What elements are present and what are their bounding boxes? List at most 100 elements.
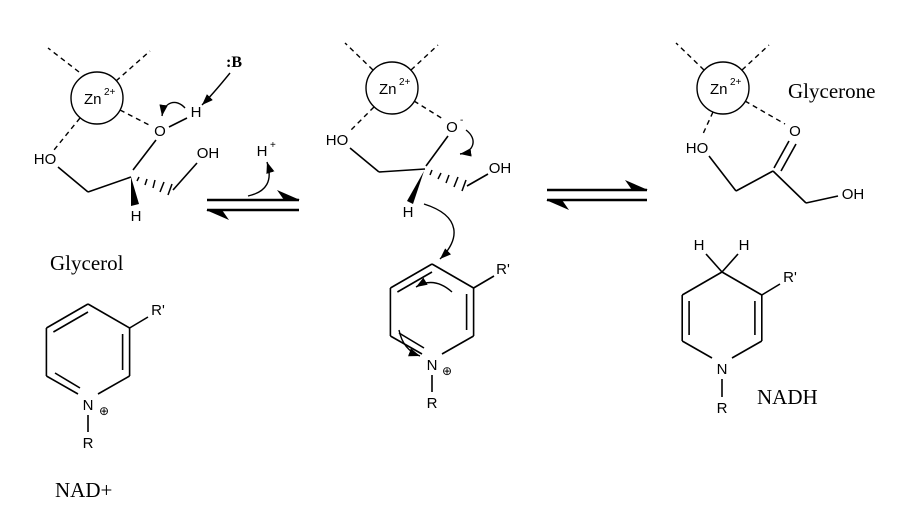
middle-zn-alkoxide-complex: Zn 2+ O - HO OH H bbox=[326, 42, 512, 260]
ring-r-label: R bbox=[717, 400, 728, 417]
reverse-arrowhead bbox=[546, 200, 569, 210]
ch2-c-bond bbox=[87, 176, 132, 193]
hashed-wedge-bond bbox=[429, 169, 467, 192]
ring-double-bond bbox=[54, 372, 81, 389]
ring-n-label: N bbox=[83, 397, 94, 414]
ring-double-bond bbox=[398, 332, 425, 349]
ring-double-bond bbox=[396, 271, 433, 293]
stereo-h-label: H bbox=[403, 204, 414, 221]
ch2-oh-bond bbox=[172, 162, 198, 191]
ring-bond bbox=[46, 375, 79, 395]
r-prime-label: R' bbox=[151, 302, 165, 319]
hashed-wedge-bond bbox=[136, 176, 173, 196]
zinc-label: Zn bbox=[710, 81, 728, 98]
ring-electron-arrow-bottom bbox=[398, 329, 421, 357]
nad-name: NAD+ bbox=[55, 478, 112, 502]
stereo-h-label: H bbox=[131, 208, 142, 225]
ring-electron-arrow-top bbox=[415, 277, 453, 293]
nadh-dihydropyridine-ring: H H R' N R NADH bbox=[681, 237, 818, 417]
ring-bond bbox=[721, 271, 763, 296]
ring-bond bbox=[97, 375, 130, 395]
alkoxide-o-charge: - bbox=[460, 115, 463, 126]
zinc-ion-circle bbox=[365, 61, 419, 115]
ring-bond bbox=[681, 271, 723, 296]
glycerol-name: Glycerol bbox=[50, 251, 124, 275]
nadh-h-right: H bbox=[739, 237, 750, 254]
zn-coordination-dash bbox=[701, 111, 714, 137]
r-prime-label: R' bbox=[496, 261, 510, 278]
r-prime-label: R' bbox=[783, 269, 797, 286]
n-plus-charge: ⊕ bbox=[99, 404, 109, 418]
zn-ligand-dash bbox=[410, 44, 439, 71]
ho-ch2-bond bbox=[708, 155, 737, 192]
ring-n-label: N bbox=[717, 361, 728, 378]
zinc-charge: 2+ bbox=[399, 77, 411, 88]
hydroxyl-h-label: H bbox=[191, 104, 202, 121]
reverse-arrowhead bbox=[206, 210, 229, 220]
ring-bond bbox=[390, 263, 433, 289]
proton-label: H bbox=[257, 143, 268, 160]
base-label: :B bbox=[226, 54, 242, 71]
c-o-bond bbox=[425, 135, 449, 167]
ring-bond bbox=[390, 335, 423, 355]
c-o-double-bond-1 bbox=[773, 140, 790, 169]
bold-wedge-bond bbox=[407, 171, 424, 204]
oh-label: OH bbox=[489, 160, 512, 177]
right-equilibrium bbox=[546, 180, 648, 210]
zinc-charge: 2+ bbox=[104, 87, 116, 98]
ring-r-label: R bbox=[427, 395, 438, 412]
oh-label: OH bbox=[842, 186, 865, 203]
zn-coordination-dash bbox=[744, 100, 786, 125]
r-prime-bond bbox=[761, 283, 781, 296]
r-prime-bond bbox=[473, 275, 495, 289]
ring-bond bbox=[681, 340, 713, 359]
ring-bond bbox=[441, 335, 474, 355]
o-h-bond bbox=[168, 117, 188, 128]
ring-bond bbox=[731, 340, 763, 359]
ho-ch2-bond bbox=[349, 147, 380, 173]
ring-bond bbox=[431, 263, 474, 289]
zn-ligand-dash bbox=[741, 44, 770, 71]
ring-r-label: R bbox=[83, 435, 94, 452]
proton-release-arrow bbox=[247, 161, 275, 197]
middle-pyridinium-ring: R' N ⊕ R bbox=[389, 261, 510, 412]
ring-bond bbox=[87, 303, 130, 329]
left-equilibrium: H + bbox=[206, 140, 300, 220]
zinc-label: Zn bbox=[379, 81, 397, 98]
c-o-double-bond-2 bbox=[780, 143, 797, 172]
r-prime-bond bbox=[129, 316, 149, 329]
oh-label: OH bbox=[197, 145, 220, 162]
zinc-ion-circle bbox=[696, 61, 750, 115]
glycerone-name: Glycerone bbox=[788, 79, 875, 103]
ring-double-bond bbox=[52, 311, 89, 333]
zn-ligand-dash bbox=[115, 50, 151, 82]
oh-electrons-arrow bbox=[159, 101, 186, 117]
zn-coordination-dash bbox=[349, 106, 375, 132]
alkoxide-electrons-arrow bbox=[459, 129, 474, 157]
zn-coordination-dash bbox=[119, 109, 152, 127]
base-abstraction-arrow bbox=[201, 72, 231, 106]
left-zn-glycerol-complex: Zn 2+ O H HO OH H :B Glycerol bbox=[34, 47, 242, 275]
ring-n-label: N bbox=[427, 357, 438, 374]
hydride-transfer-arrow bbox=[423, 203, 455, 260]
zinc-ion-circle bbox=[70, 71, 124, 125]
carbonyl-o-label: O bbox=[789, 123, 801, 140]
ho-label: HO bbox=[686, 140, 709, 157]
n-plus-charge: ⊕ bbox=[442, 364, 452, 378]
zinc-charge: 2+ bbox=[730, 77, 742, 88]
right-zn-glycerone-complex: Zn 2+ Glycerone O HO OH bbox=[675, 42, 875, 204]
forward-arrowhead bbox=[625, 180, 648, 190]
alkoxide-o-label: O bbox=[446, 119, 458, 136]
ring-bond bbox=[46, 303, 89, 329]
coordinated-o-label: O bbox=[154, 123, 166, 140]
c4-h-bond bbox=[705, 253, 723, 273]
zn-ligand-dash bbox=[344, 42, 374, 71]
ho-label: HO bbox=[34, 151, 57, 168]
bold-wedge-bond bbox=[131, 177, 139, 206]
proton-charge: + bbox=[270, 140, 276, 151]
ch2-c-bond bbox=[378, 168, 426, 173]
zn-ligand-dash bbox=[47, 47, 80, 73]
c-o-bond bbox=[132, 139, 157, 171]
